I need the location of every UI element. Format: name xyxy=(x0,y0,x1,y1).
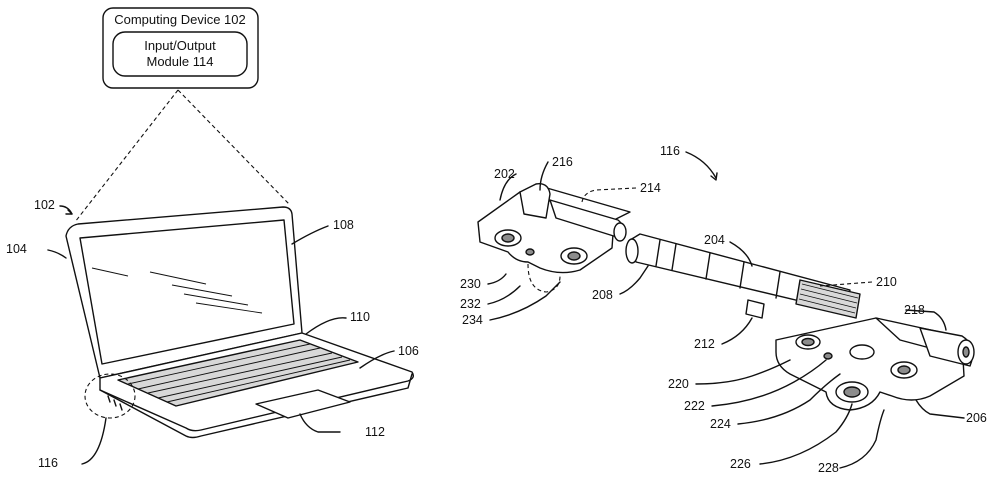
hinge-left-bracket xyxy=(477,183,631,293)
label-226: 226 xyxy=(730,457,751,471)
io-module-label-line2: Module 114 xyxy=(147,54,214,69)
label-104: 104 xyxy=(6,242,27,256)
label-102: 102 xyxy=(34,198,55,212)
label-232: 232 xyxy=(460,297,481,311)
label-220: 220 xyxy=(668,377,689,391)
laptop-leaders xyxy=(47,205,395,465)
label-112: 112 xyxy=(365,425,385,439)
projection-lines xyxy=(74,89,291,223)
label-212: 212 xyxy=(694,337,715,351)
label-234: 234 xyxy=(462,313,483,327)
label-202: 202 xyxy=(494,167,515,181)
label-218: 218 xyxy=(904,303,925,317)
label-106: 106 xyxy=(398,344,419,358)
laptop-drawing xyxy=(65,206,415,439)
laptop-labels: 102 104 108 110 106 112 116 xyxy=(6,198,419,470)
label-214: 214 xyxy=(640,181,661,195)
label-222: 222 xyxy=(684,399,705,413)
label-206: 206 xyxy=(966,411,987,425)
laptop-display-screen xyxy=(79,219,295,365)
label-108: 108 xyxy=(333,218,354,232)
hinge-right-bracket xyxy=(775,317,975,411)
label-116: 116 xyxy=(38,456,58,470)
computing-device-label: Computing Device 102 xyxy=(114,12,246,27)
label-228: 228 xyxy=(818,461,839,475)
label-224: 224 xyxy=(710,417,731,431)
label-116-hinge: 116 xyxy=(660,144,680,158)
hinge-labels: 116 202 216 214 204 210 218 208 212 220 … xyxy=(460,144,987,475)
label-216: 216 xyxy=(552,155,573,169)
label-208: 208 xyxy=(592,288,613,302)
hinge-leaders xyxy=(487,151,965,469)
label-204: 204 xyxy=(704,233,725,247)
label-230: 230 xyxy=(460,277,481,291)
laptop-trackpad xyxy=(255,389,351,419)
screen-glare-lines xyxy=(91,267,263,314)
computing-device-box: Computing Device 102 Input/Output Module… xyxy=(102,7,259,89)
hinge-shaft xyxy=(625,233,861,319)
io-module-label-line1: Input/Output xyxy=(144,38,216,53)
label-110: 110 xyxy=(350,310,370,324)
hinge-callout-circle xyxy=(84,373,136,419)
label-210: 210 xyxy=(876,275,897,289)
